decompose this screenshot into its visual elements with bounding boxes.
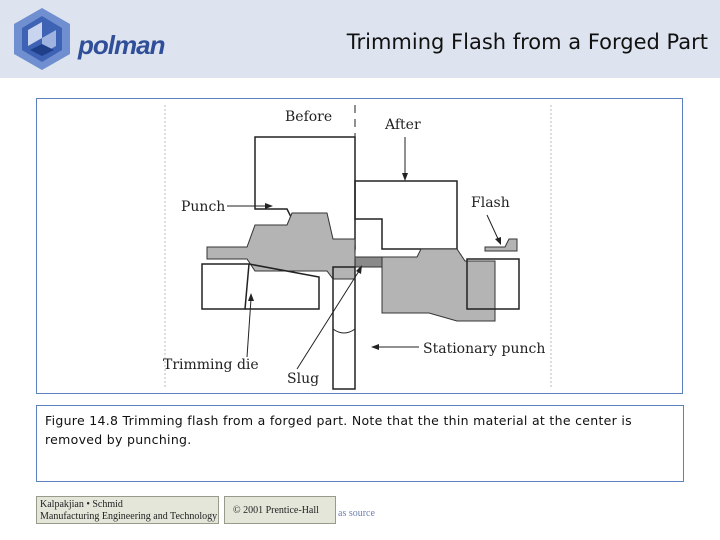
source-note: as source (338, 508, 375, 519)
slide-header: polman Trimming Flash from a Forged Part (0, 0, 720, 78)
trimming-diagram: Before After Punch Flash Trimming die Sl… (163, 105, 552, 390)
polman-logo-icon (14, 8, 70, 70)
label-trimming-die: Trimming die (163, 357, 259, 373)
credit-authors: Kalpakjian • Schmid (40, 499, 123, 510)
trimmed-flash (484, 238, 518, 252)
label-after: After (384, 117, 421, 133)
label-slug: Slug (287, 371, 319, 387)
slide-title: Trimming Flash from a Forged Part (346, 30, 708, 54)
left-trimming-die (201, 263, 250, 310)
credit-book-title: Manufacturing Engineering and Technology (40, 511, 218, 522)
label-stationary-punch: Stationary punch (423, 341, 545, 357)
label-before: Before (285, 109, 332, 125)
after-forged-part (381, 248, 496, 322)
label-flash: Flash (471, 195, 510, 211)
figure-caption: Figure 14.8 Trimming flash from a forged… (36, 405, 684, 482)
slug-piece (354, 256, 383, 268)
right-trimming-die (466, 258, 520, 310)
label-punch: Punch (181, 199, 225, 215)
copyright-notice: © 2001 Prentice-Hall (224, 496, 336, 524)
polman-logo-text: polman (78, 30, 165, 60)
book-credit: Kalpakjian • Schmid Manufacturing Engine… (36, 496, 219, 524)
after-punch-body (354, 180, 458, 250)
figure-panel: Before After Punch Flash Trimming die Sl… (36, 98, 683, 394)
stationary-punch (332, 266, 356, 390)
